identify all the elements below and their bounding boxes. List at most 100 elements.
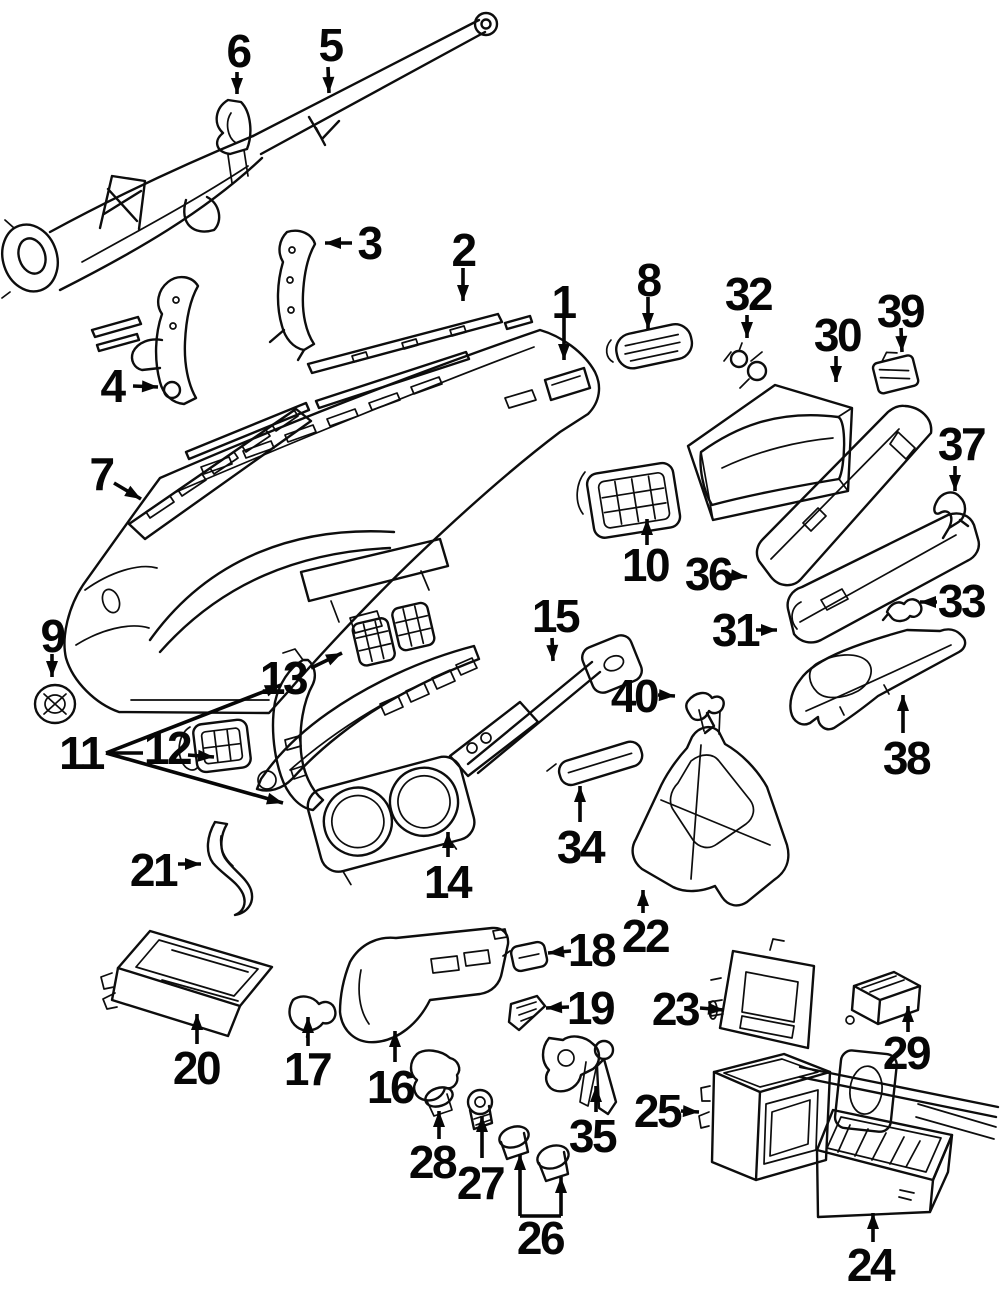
part-number-2[interactable]: 2 (451, 224, 478, 276)
part-number-35[interactable]: 35 (569, 1110, 620, 1162)
part-sketch-glovebox-door-31 (786, 512, 981, 644)
part-number-6[interactable]: 6 (226, 25, 253, 77)
callout-30[interactable]: 30 (814, 309, 864, 382)
callout-27[interactable]: 27 (457, 1116, 507, 1209)
part-number-36[interactable]: 36 (685, 548, 735, 600)
callout-31[interactable]: 31 (712, 604, 777, 656)
callout-40[interactable]: 40 (611, 670, 676, 722)
part-number-13[interactable]: 13 (260, 652, 310, 704)
part-number-17[interactable]: 17 (284, 1043, 334, 1095)
callout-26[interactable]: 26 (514, 1154, 567, 1264)
part-number-34[interactable]: 34 (557, 821, 609, 873)
part-number-37[interactable]: 37 (938, 418, 988, 470)
part-sketch-plate-39 (871, 351, 920, 395)
part-number-26[interactable]: 26 (517, 1212, 567, 1264)
callout-6[interactable]: 6 (226, 25, 253, 94)
part-sketch-glovebox-20 (100, 929, 274, 1038)
part-number-4[interactable]: 4 (100, 360, 129, 412)
part-sketch-vent-8 (605, 323, 694, 370)
part-number-24[interactable]: 24 (847, 1239, 899, 1291)
part-number-11[interactable]: 11 (59, 727, 107, 779)
arrowhead-icon (141, 380, 158, 393)
part-sketch-bracket-21 (206, 820, 254, 917)
part-number-12[interactable]: 12 (144, 722, 194, 774)
callout-35[interactable]: 35 (569, 1086, 620, 1162)
part-number-7[interactable]: 7 (89, 448, 116, 500)
part-number-3[interactable]: 3 (357, 217, 384, 269)
arrowhead-icon (46, 661, 58, 677)
callout-32[interactable]: 32 (725, 268, 775, 338)
part-number-16[interactable]: 16 (367, 1061, 417, 1113)
callout-21[interactable]: 21 (130, 844, 201, 896)
arrowhead-icon (658, 689, 675, 702)
callout-25[interactable]: 25 (634, 1085, 700, 1137)
arrowhead-icon (897, 695, 909, 711)
callout-4[interactable]: 4 (100, 360, 159, 412)
part-number-9[interactable]: 9 (40, 610, 67, 662)
part-number-14[interactable]: 14 (424, 856, 476, 908)
part-sketch-reinforcement-beam (1, 11, 499, 299)
part-number-5[interactable]: 5 (318, 19, 346, 71)
part-number-40[interactable]: 40 (611, 670, 661, 722)
callout-29[interactable]: 29 (883, 1006, 933, 1079)
arrowhead-icon (574, 786, 586, 802)
part-number-33[interactable]: 33 (938, 575, 988, 627)
part-number-39[interactable]: 39 (877, 285, 927, 337)
part-number-30[interactable]: 30 (814, 309, 864, 361)
callout-13[interactable]: 13 (260, 651, 343, 704)
callout-15[interactable]: 15 (532, 590, 583, 662)
part-number-10[interactable]: 10 (622, 539, 672, 591)
part-number-23[interactable]: 23 (652, 983, 702, 1035)
part-number-15[interactable]: 15 (532, 590, 583, 642)
callout-2[interactable]: 2 (451, 224, 478, 301)
callout-34[interactable]: 34 (557, 786, 609, 873)
callout-28[interactable]: 28 (409, 1111, 460, 1188)
callout-16[interactable]: 16 (367, 1031, 417, 1113)
part-sketch-bracket-3 (268, 229, 317, 362)
part-number-31[interactable]: 31 (712, 604, 763, 656)
part-sketch-vent-12 (178, 718, 252, 774)
callout-12[interactable]: 12 (144, 722, 215, 774)
callout-14[interactable]: 14 (424, 832, 476, 908)
callout-37[interactable]: 37 (938, 418, 988, 491)
callout-38[interactable]: 38 (883, 695, 934, 784)
callout-11[interactable]: 11 (59, 683, 284, 805)
callout-5[interactable]: 5 (318, 19, 346, 94)
part-number-20[interactable]: 20 (173, 1042, 223, 1094)
part-number-32[interactable]: 32 (725, 268, 775, 320)
part-number-25[interactable]: 25 (634, 1085, 685, 1137)
part-number-1[interactable]: 1 (551, 276, 579, 328)
callout-22[interactable]: 22 (622, 890, 672, 962)
callout-8[interactable]: 8 (636, 254, 664, 329)
part-number-21[interactable]: 21 (130, 844, 181, 896)
callout-18[interactable]: 18 (547, 924, 619, 976)
callout-19[interactable]: 19 (545, 982, 617, 1034)
callout-10[interactable]: 10 (622, 519, 672, 591)
part-number-8[interactable]: 8 (636, 254, 664, 306)
arrowhead-icon (920, 596, 936, 608)
callout-20[interactable]: 20 (173, 1014, 223, 1094)
part-number-27[interactable]: 27 (457, 1157, 507, 1209)
callout-9[interactable]: 9 (40, 610, 67, 677)
callout-24[interactable]: 24 (847, 1213, 899, 1291)
callout-23[interactable]: 23 (652, 983, 725, 1035)
callout-1[interactable]: 1 (551, 276, 579, 360)
callout-33[interactable]: 33 (920, 575, 988, 627)
callout-39[interactable]: 39 (877, 285, 927, 353)
part-number-19[interactable]: 19 (567, 982, 617, 1034)
callout-3[interactable]: 3 (325, 217, 384, 269)
part-number-29[interactable]: 29 (883, 1027, 933, 1079)
part-sketch-part-28 (409, 1049, 461, 1117)
part-sketch-rail-15 (448, 634, 643, 778)
part-number-28[interactable]: 28 (409, 1136, 460, 1188)
part-number-18[interactable]: 18 (568, 924, 619, 976)
arrowhead-icon (185, 858, 201, 870)
callout-17[interactable]: 17 (284, 1017, 334, 1095)
arrowhead-icon (707, 1002, 724, 1015)
part-number-22[interactable]: 22 (622, 910, 672, 962)
part-sketch-panel-16 (338, 926, 510, 1044)
callout-7[interactable]: 7 (89, 448, 142, 501)
part-number-38[interactable]: 38 (883, 732, 934, 784)
callout-36[interactable]: 36 (685, 548, 748, 600)
